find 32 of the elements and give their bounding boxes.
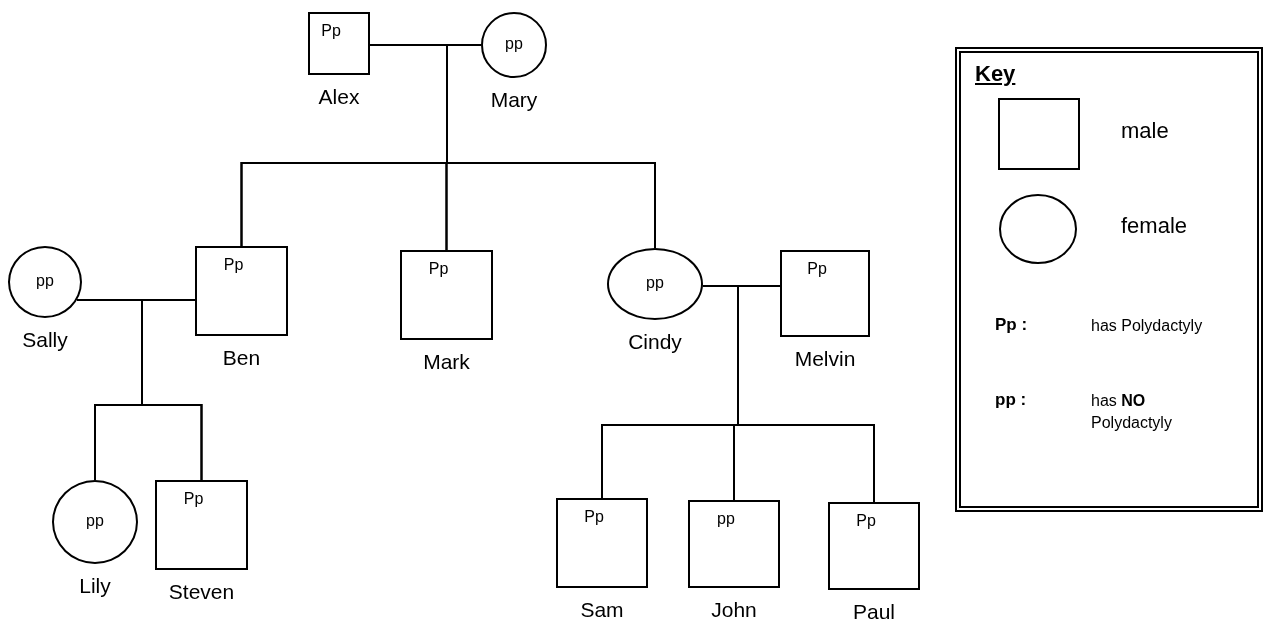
genotype-meaning: has NO Polydactyly	[1091, 391, 1173, 433]
name-label: Lily	[78, 574, 112, 598]
genotype-symbol: Pp :	[995, 315, 1028, 335]
pedigree-line	[141, 299, 203, 481]
genotype-label: Pp	[222, 256, 245, 274]
name-label: Sally	[21, 328, 69, 352]
genotype-label: pp	[504, 35, 524, 53]
genotype-label: Pp	[182, 490, 205, 508]
name-label: Melvin	[793, 347, 857, 371]
genotype-label: Pp	[806, 260, 828, 278]
name-label: Ben	[221, 346, 262, 370]
genotype-label: Pp	[583, 508, 605, 526]
genotype-symbol: pp :	[995, 390, 1027, 410]
key-title: Key	[975, 61, 1016, 87]
legend-label: male	[1121, 118, 1169, 144]
name-label: Sam	[579, 598, 625, 622]
genotype-label: Pp	[855, 512, 877, 530]
name-label: Steven	[167, 580, 236, 604]
genotype-label: pp	[85, 512, 105, 530]
genotype-meaning: has Polydactyly	[1091, 316, 1204, 336]
name-label: Paul	[852, 600, 896, 624]
genotype-label: pp	[716, 510, 736, 528]
name-label: Mary	[489, 88, 539, 112]
genotype-label: Pp	[427, 260, 450, 278]
name-label: Mark	[422, 350, 471, 374]
genotype-label: pp	[645, 274, 665, 292]
genotype-label: Pp	[320, 22, 342, 40]
name-label: Cindy	[627, 330, 683, 354]
name-label: John	[710, 598, 758, 622]
name-label: Alex	[317, 85, 361, 109]
legend-label: female	[1121, 213, 1188, 239]
genotype-label: pp	[35, 272, 55, 290]
